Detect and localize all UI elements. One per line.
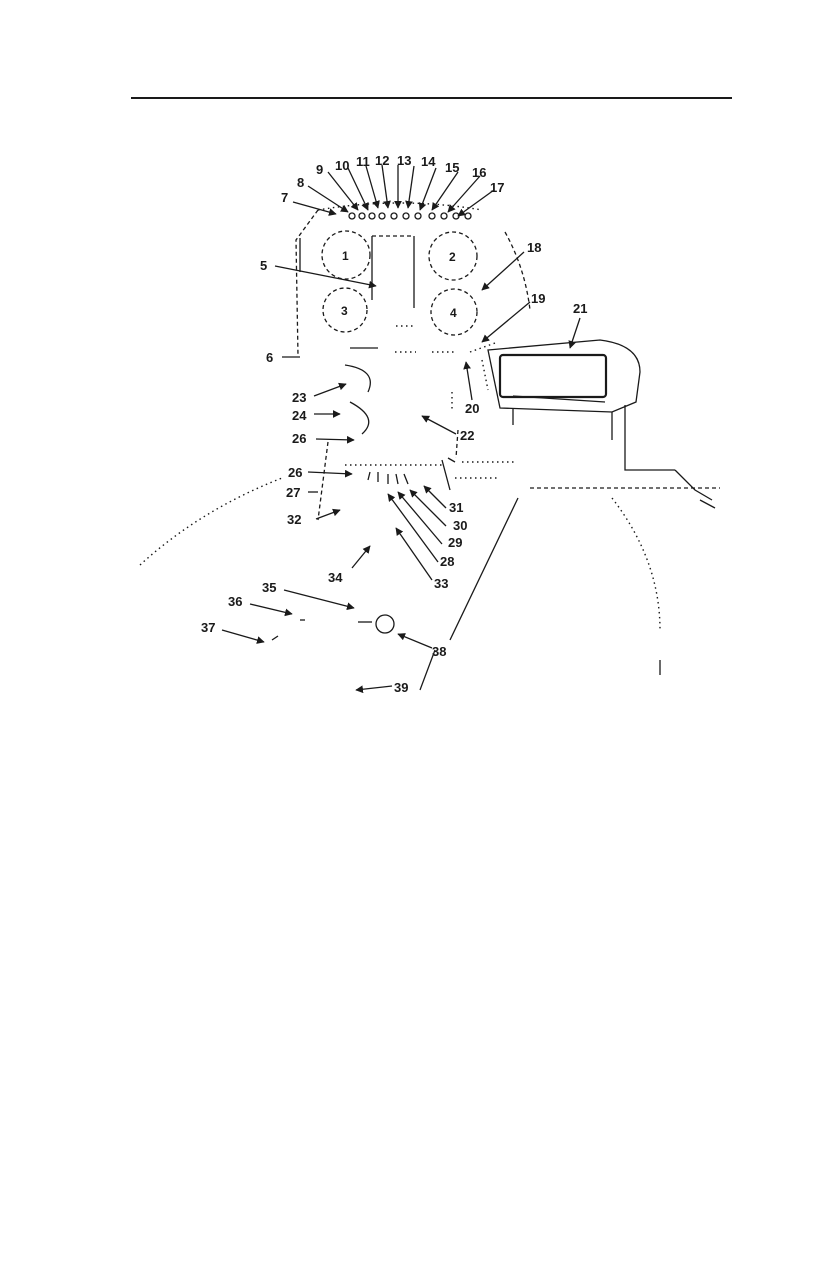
leader-lines [221,164,581,694]
callout-16: 16 [472,165,486,180]
gauge-4-label: 4 [450,306,457,320]
callout-34: 34 [328,570,343,585]
display-module [469,339,716,509]
callout-5: 5 [260,258,267,273]
callout-15: 15 [445,160,459,175]
gauge-1-label: 1 [342,249,349,263]
callout-25: 26 [292,431,306,446]
gauge-2 [428,231,478,281]
gauge-4 [430,288,478,336]
callout-18: 18 [527,240,541,255]
gauge-3 [322,287,368,333]
lower-fittings [271,614,395,641]
callout-30: 30 [453,518,467,533]
gauge-3-label: 3 [341,304,348,318]
control-knob-24 [349,401,370,435]
callout-13: 13 [397,153,411,168]
callout-31: 31 [449,500,463,515]
gauge-1 [321,230,371,280]
gauge-2-label: 2 [449,250,456,264]
callout-37: 37 [201,620,215,635]
callout-27: 27 [286,485,300,500]
callout-39: 39 [394,680,408,695]
callout-9: 9 [316,162,323,177]
callout-12: 12 [375,153,389,168]
callout-35: 35 [262,580,276,595]
callout-10: 10 [335,158,349,173]
panel-lower-body [317,441,515,521]
callout-7: 7 [281,190,288,205]
callout-11: 11 [356,154,370,169]
callout-24: 24 [292,408,307,423]
callout-33: 33 [434,576,448,591]
callout-36: 36 [228,594,242,609]
callout-17: 17 [490,180,504,195]
callout-14: 14 [421,154,436,169]
callout-20: 20 [465,401,479,416]
control-panel-diagram: 1 2 3 4 5 6 7 8 9 10 11 12 13 14 15 16 1… [139,153,720,695]
callout-26: 26 [288,465,302,480]
callout-19: 19 [531,291,545,306]
header-rule [131,97,732,99]
callout-23: 23 [292,390,306,405]
control-knob-23 [344,364,371,393]
panel-outline [295,202,531,357]
callout-21: 21 [573,301,587,316]
callout-22: 22 [460,428,474,443]
cabinet-outline [139,392,720,691]
callout-38: 38 [432,644,446,659]
callout-29: 29 [448,535,462,550]
callout-32: 32 [287,512,301,527]
callout-28: 28 [440,554,454,569]
callout-8: 8 [297,175,304,190]
callout-6: 6 [266,350,273,365]
indicator-knob-row [348,212,472,220]
